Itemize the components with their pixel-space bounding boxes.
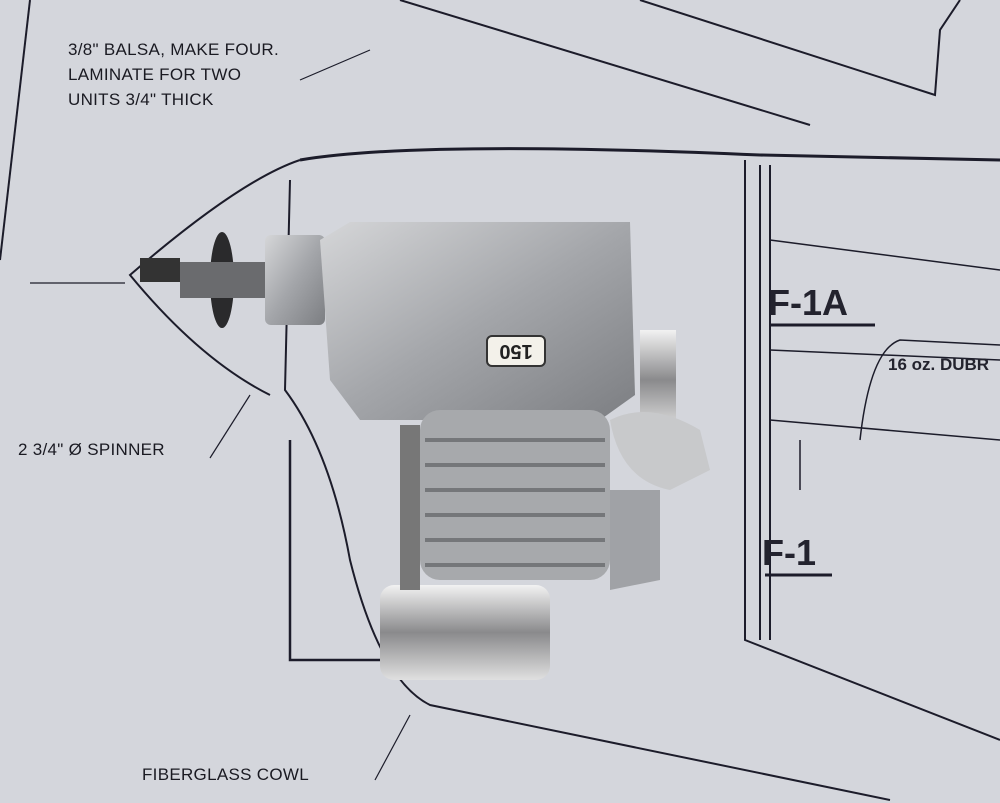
- engine: [140, 222, 710, 680]
- label-fuel-tank: 16 oz. DUBR: [888, 355, 990, 374]
- label-former-f1a: F-1A: [768, 282, 848, 323]
- note-balsa-line2: LAMINATE FOR TWO: [68, 65, 242, 84]
- note-cowl: FIBERGLASS COWL: [142, 765, 309, 784]
- note-spinner: 2 3/4" Ø SPINNER: [18, 440, 165, 459]
- label-former-f1: F-1: [762, 532, 816, 573]
- engine-badge: 150: [486, 335, 546, 367]
- note-balsa-line1: 3/8" BALSA, MAKE FOUR.: [68, 40, 280, 59]
- note-balsa-line3: UNITS 3/4" THICK: [68, 90, 214, 109]
